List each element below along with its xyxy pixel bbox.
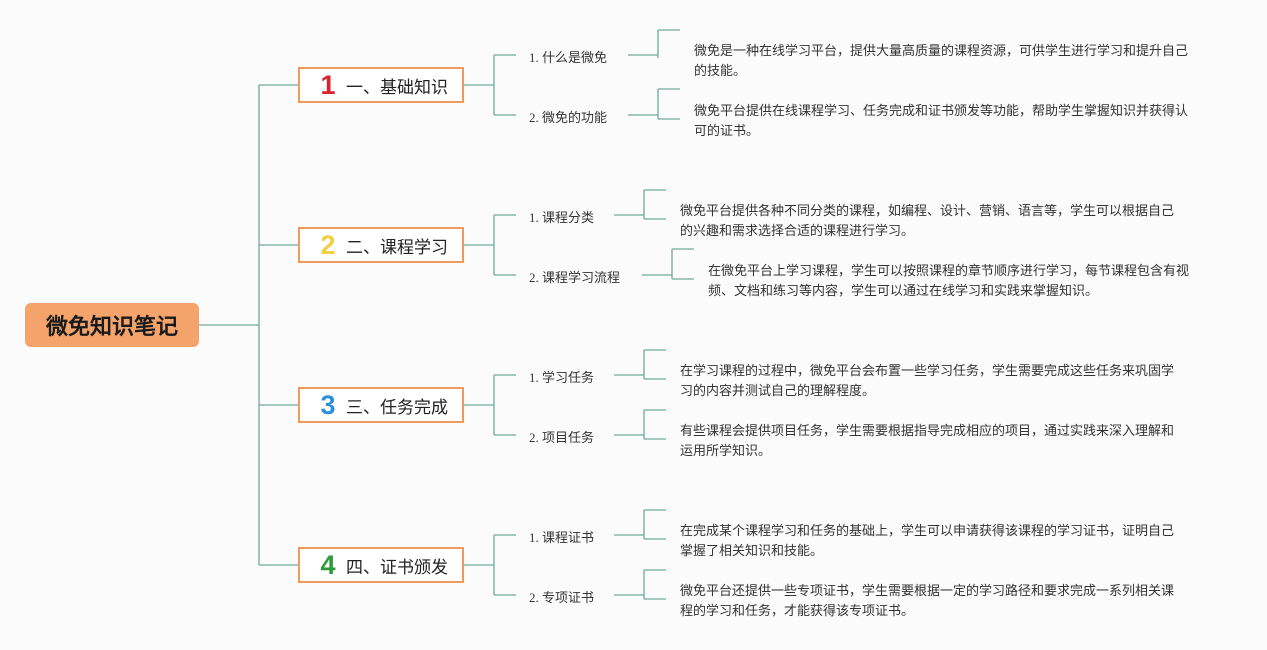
- subtopic-project-tasks[interactable]: 2. 项目任务: [529, 427, 594, 446]
- subtopic-number: 1.: [529, 370, 539, 385]
- section-prefix: 一: [346, 77, 363, 97]
- description-course-certificate: 在完成某个课程学习和任务的基础上，学生可以申请获得该课程的学习证书，证明自己掌握…: [680, 523, 1175, 558]
- section-prefix: 三: [346, 397, 363, 417]
- subtopic-label: 课程证书: [542, 530, 595, 545]
- subtopic-label: 学习任务: [542, 370, 595, 385]
- section-title: 、课程学习: [363, 237, 448, 257]
- subtopic-label: 什么是微免: [542, 50, 608, 65]
- subtopic-label: 专项证书: [542, 590, 595, 605]
- subtopic-label: 微免的功能: [542, 110, 608, 125]
- section-prefix: 四: [346, 557, 363, 577]
- subtopic-label: 课程分类: [542, 210, 595, 225]
- subtopic-number: 2.: [529, 430, 539, 445]
- section-title: 、基础知识: [363, 77, 448, 97]
- description-functions: 微免平台提供在线课程学习、任务完成和证书颁发等功能，帮助学生掌握知识并获得认可的…: [694, 103, 1189, 138]
- subtopic-number: 1.: [529, 50, 539, 65]
- description-what-is: 微免是一种在线学习平台，提供大量高质量的课程资源，可供学生进行学习和提升自己的技…: [694, 43, 1189, 78]
- description-course-categories: 微免平台提供各种不同分类的课程，如编程、设计、营销、语言等，学生可以根据自己的兴…: [680, 203, 1175, 238]
- description-learning-tasks: 在学习课程的过程中，微免平台会布置一些学习任务，学生需要完成这些任务来巩固学习的…: [680, 363, 1175, 398]
- section-number: 4: [320, 549, 336, 580]
- root-node[interactable]: 微免知识笔记: [25, 303, 199, 347]
- section-number: 3: [320, 389, 336, 420]
- section-node-course-learning[interactable]: 2 二、课程学习: [298, 227, 464, 263]
- section-number: 2: [320, 229, 336, 260]
- description-learning-process: 在微免平台上学习课程，学生可以按照课程的章节顺序进行学习，每节课程包含有视频、文…: [708, 263, 1190, 298]
- section-number: 1: [320, 69, 336, 100]
- subtopic-number: 1.: [529, 210, 539, 225]
- subtopic-what-is[interactable]: 1. 什么是微免: [529, 47, 607, 66]
- description-special-certificate: 微免平台还提供一些专项证书，学生需要根据一定的学习路径和要求完成一系列相关课程的…: [680, 583, 1175, 618]
- subtopic-number: 2.: [529, 270, 539, 285]
- subtopic-number: 2.: [529, 110, 539, 125]
- root-title: 微免知识笔记: [45, 314, 178, 339]
- subtopic-special-certificate[interactable]: 2. 专项证书: [529, 587, 594, 606]
- subtopic-number: 1.: [529, 530, 539, 545]
- subtopic-number: 2.: [529, 590, 539, 605]
- section-node-task-completion[interactable]: 3 三、任务完成: [298, 387, 464, 423]
- subtopic-course-certificate[interactable]: 1. 课程证书: [529, 527, 594, 546]
- section-title: 、证书颁发: [363, 557, 448, 577]
- section-node-certificates[interactable]: 4 四、证书颁发: [298, 547, 464, 583]
- description-project-tasks: 有些课程会提供项目任务，学生需要根据指导完成相应的项目，通过实践来深入理解和运用…: [680, 423, 1175, 458]
- subtopic-label: 课程学习流程: [542, 270, 621, 285]
- section-node-basics[interactable]: 1 一、基础知识: [298, 67, 464, 103]
- section-prefix: 二: [346, 237, 363, 257]
- subtopic-label: 项目任务: [542, 430, 595, 445]
- subtopic-learning-process[interactable]: 2. 课程学习流程: [529, 267, 620, 286]
- subtopic-functions[interactable]: 2. 微免的功能: [529, 107, 607, 126]
- section-title: 、任务完成: [363, 397, 448, 417]
- subtopic-learning-tasks[interactable]: 1. 学习任务: [529, 367, 594, 386]
- subtopic-course-categories[interactable]: 1. 课程分类: [529, 207, 594, 226]
